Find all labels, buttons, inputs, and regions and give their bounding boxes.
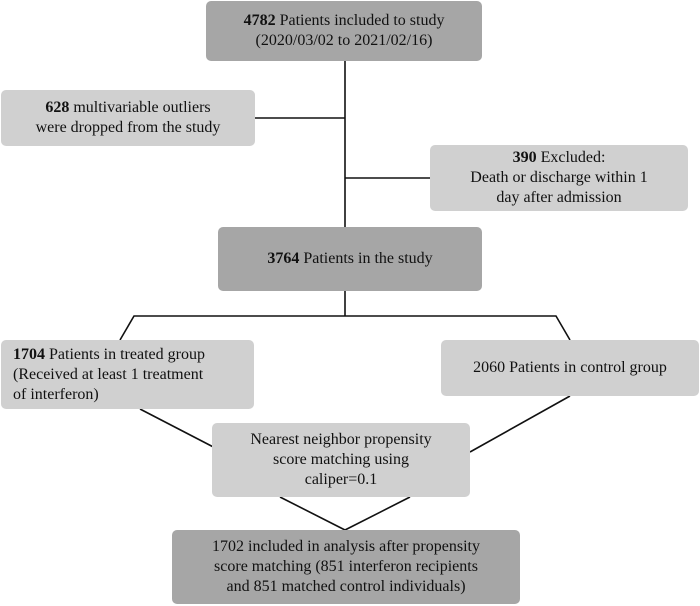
matching-line1: Nearest neighbor propensity bbox=[250, 431, 432, 448]
matching-line3: caliper=0.1 bbox=[304, 471, 378, 488]
excluded-box: 390 Excluded: Death or discharge within … bbox=[430, 145, 688, 211]
outliers-box: 628 multivariable outliers were dropped … bbox=[1, 90, 255, 146]
analysis-line2: score matching (851 interferon recipient… bbox=[214, 558, 478, 575]
matching-box: Nearest neighbor propensity score matchi… bbox=[212, 423, 470, 497]
control-group-box: 2060 Patients in control group bbox=[441, 340, 699, 396]
patients-included-line1: 4782 Patients included to study bbox=[243, 12, 445, 29]
matching-to-analysis-right bbox=[344, 496, 411, 531]
analysis-line1: 1702 included in analysis after propensi… bbox=[212, 538, 480, 555]
patients-in-study-line1: 3764 Patients in the study bbox=[267, 250, 433, 267]
split-line bbox=[119, 315, 571, 341]
treated-to-matching-line bbox=[139, 408, 224, 453]
treated-group-box: 1704 Patients in treated group (Received… bbox=[1, 340, 254, 409]
excluded-line1: 390 Excluded: bbox=[512, 149, 606, 166]
matching-line2: score matching using bbox=[273, 451, 409, 468]
patients-included-box: 4782 Patients included to study (2020/03… bbox=[206, 1, 482, 61]
excluded-line3: day after admission bbox=[496, 189, 622, 206]
treated-line2: (Received at least 1 treatment bbox=[13, 365, 204, 383]
treated-line1: 1704 Patients in treated group bbox=[13, 345, 205, 363]
matching-to-analysis-left bbox=[279, 496, 346, 531]
treated-line3: of interferon) bbox=[13, 385, 99, 403]
analysis-line3: and 851 matched control individuals) bbox=[226, 578, 466, 595]
patients-included-line2: (2020/03/02 to 2021/02/16) bbox=[255, 32, 433, 49]
control-to-matching-line bbox=[469, 395, 571, 453]
outliers-line2: were dropped from the study bbox=[35, 119, 221, 136]
analysis-box: 1702 included in analysis after propensi… bbox=[172, 530, 520, 604]
control-line1: 2060 Patients in control group bbox=[473, 359, 667, 376]
outliers-line1: 628 multivariable outliers bbox=[45, 99, 211, 116]
excluded-line2: Death or discharge within 1 bbox=[470, 169, 648, 186]
patients-in-study-box: 3764 Patients in the study bbox=[218, 227, 482, 291]
